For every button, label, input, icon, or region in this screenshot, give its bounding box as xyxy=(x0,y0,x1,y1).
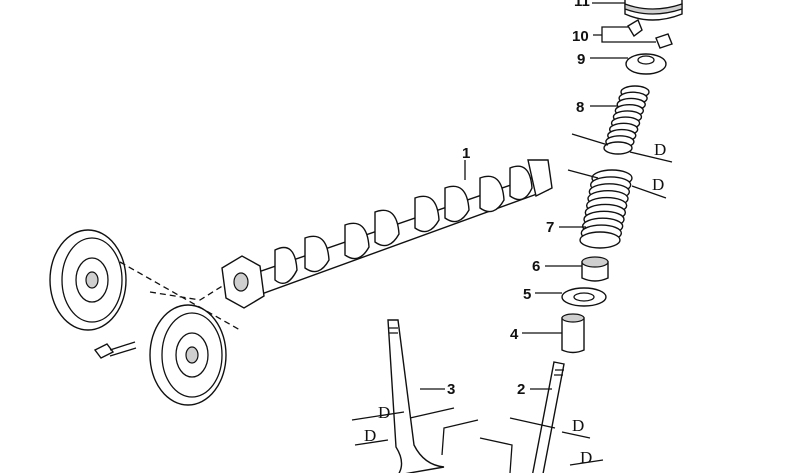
dimension-d-label: D xyxy=(378,403,390,422)
part-10-collet-b xyxy=(655,33,673,49)
callout-10: 10 xyxy=(572,28,589,45)
dimension-d-label: D xyxy=(652,175,664,194)
part-10-collet-a xyxy=(627,18,643,38)
callout-3: 3 xyxy=(447,381,455,398)
callout-4: 4 xyxy=(510,326,519,343)
part-4-valve-guide xyxy=(561,313,585,354)
bolt xyxy=(93,341,137,359)
part-7-outer-spring xyxy=(579,169,633,249)
callout-6: 6 xyxy=(532,258,540,275)
spring-coil xyxy=(579,231,621,249)
callout-2: 2 xyxy=(517,381,525,398)
callout-8: 8 xyxy=(576,99,584,116)
dimension-d-label: D xyxy=(572,416,584,435)
leader-lines xyxy=(351,2,673,473)
part-3-valve xyxy=(387,319,445,473)
part-11-tappet xyxy=(624,0,683,21)
spring-coil xyxy=(603,141,633,155)
callout-1: 1 xyxy=(462,145,470,162)
camshaft xyxy=(221,159,553,309)
callout-9: 9 xyxy=(577,51,585,68)
part-6-valve-stem-seal xyxy=(581,256,609,282)
dimension-d-label: D xyxy=(364,426,376,445)
sprocket-wheel-upper xyxy=(49,229,127,331)
callout-5: 5 xyxy=(523,286,531,303)
dimension-d-label: D xyxy=(580,448,592,467)
part-5-spring-seat xyxy=(561,287,607,307)
part-9-spring-retainer xyxy=(625,53,667,75)
sprocket-wheel-lower xyxy=(149,304,227,406)
dimension-d-label: D xyxy=(654,140,666,159)
part-2-valve xyxy=(532,361,565,473)
callout-7: 7 xyxy=(546,219,554,236)
callout-11: 11 xyxy=(574,0,590,10)
part-8-inner-spring xyxy=(603,85,650,155)
